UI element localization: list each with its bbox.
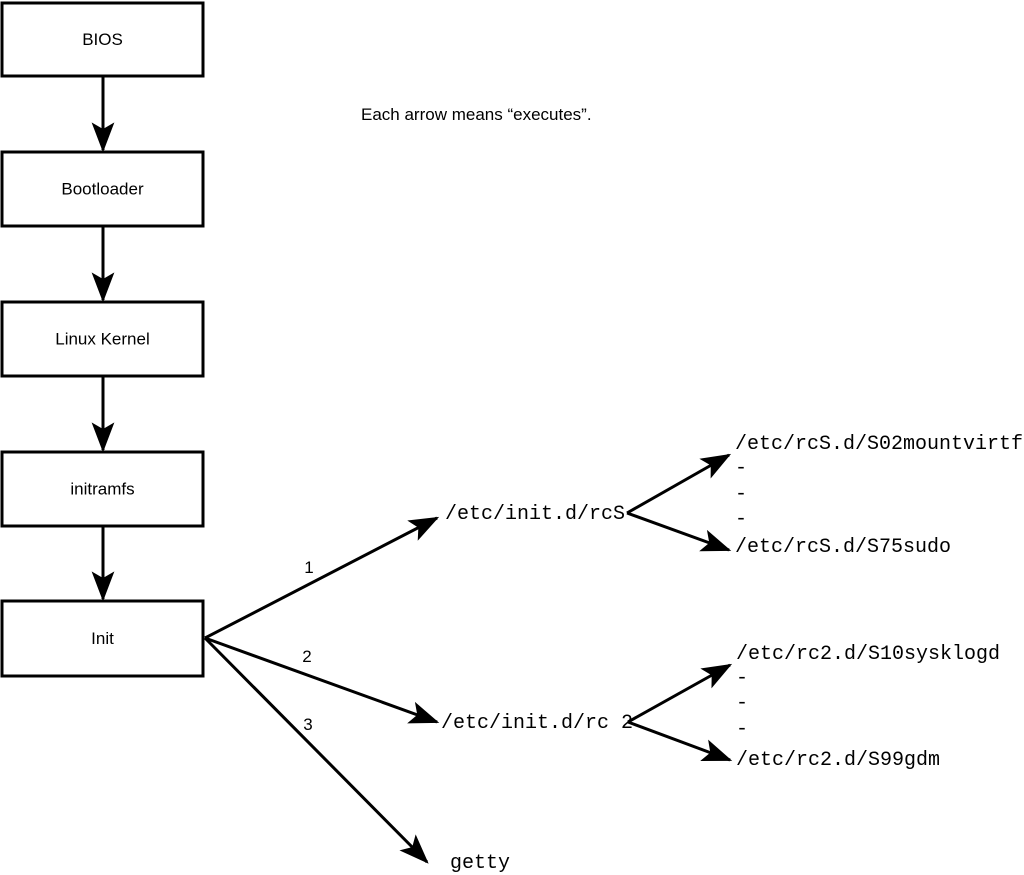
init-branch-3: 3 getty <box>203 636 510 875</box>
ellipsis-dash-rcs-scripts-0: - <box>735 457 747 480</box>
branch-target-label-3: getty <box>450 852 510 875</box>
stage-box-label-initramfs: initramfs <box>70 479 134 498</box>
stage-box-outline-bios <box>0 1 205 78</box>
branch-arrow-1 <box>204 516 440 640</box>
script-arrow-rc2-first <box>627 663 733 724</box>
script-arrow-rc2-last <box>627 720 733 762</box>
legend-note: Each arrow means “executes”. <box>361 105 592 124</box>
script-arrow-rcs-first <box>626 453 732 515</box>
stage-box-label-init: Init <box>91 629 114 648</box>
stage-box-bootloader: Bootloader <box>0 150 205 228</box>
branch-arrow-3 <box>203 636 429 864</box>
branch-order-label-3: 3 <box>303 715 312 734</box>
script-branch-group: /etc/rcS.d/S02mountvirtfs/etc/rcS.d/S75s… <box>626 433 1024 772</box>
stage-box-init: Init <box>0 599 205 678</box>
ellipsis-dash-rc2-scripts-0: - <box>736 667 748 690</box>
stage-box-label-bios: BIOS <box>82 30 123 49</box>
stage-box-label-bootloader: Bootloader <box>61 179 144 198</box>
stage-box-outline-init <box>0 599 205 678</box>
init-branch-2: 2/etc/init.d/rc 2 <box>204 636 633 735</box>
branch-order-label-2: 2 <box>302 647 311 666</box>
stage-box-initramfs: initramfs <box>0 450 205 528</box>
branch-target-label-1: /etc/init.d/rcS <box>445 503 625 526</box>
script-label-rc2-last: /etc/rc2.d/S99gdm <box>736 749 940 772</box>
script-label-rcs-first: /etc/rcS.d/S02mountvirtfs <box>735 433 1024 456</box>
stage-box-kernel: Linux Kernel <box>0 300 205 378</box>
stage-box-outline-kernel <box>0 300 205 378</box>
branch-arrow-2 <box>204 636 440 724</box>
script-label-rc2-first: /etc/rc2.d/S10sysklogd <box>736 643 1000 666</box>
init-branch-1: 1/etc/init.d/rcS <box>204 503 625 640</box>
stage-box-label-kernel: Linux Kernel <box>55 329 150 348</box>
script-arrow-rcs-last <box>626 511 732 552</box>
branch-target-label-2: /etc/init.d/rc 2 <box>441 712 633 735</box>
script-branch-rcs-scripts: /etc/rcS.d/S02mountvirtfs/etc/rcS.d/S75s… <box>626 433 1024 559</box>
ellipsis-dash-rcs-scripts-2: - <box>735 508 747 531</box>
ellipsis-dash-rcs-scripts-1: - <box>735 483 747 506</box>
script-branch-rc2-scripts: /etc/rc2.d/S10sysklogd/etc/rc2.d/S99gdm -… <box>627 643 1000 772</box>
ellipsis-dash-rc2-scripts-1: - <box>736 692 748 715</box>
stage-box-bios: BIOS <box>0 1 205 78</box>
ellipsis-dash-rc2-scripts-2: - <box>736 718 748 741</box>
script-label-rcs-last: /etc/rcS.d/S75sudo <box>735 536 951 559</box>
branch-order-label-1: 1 <box>304 558 313 577</box>
